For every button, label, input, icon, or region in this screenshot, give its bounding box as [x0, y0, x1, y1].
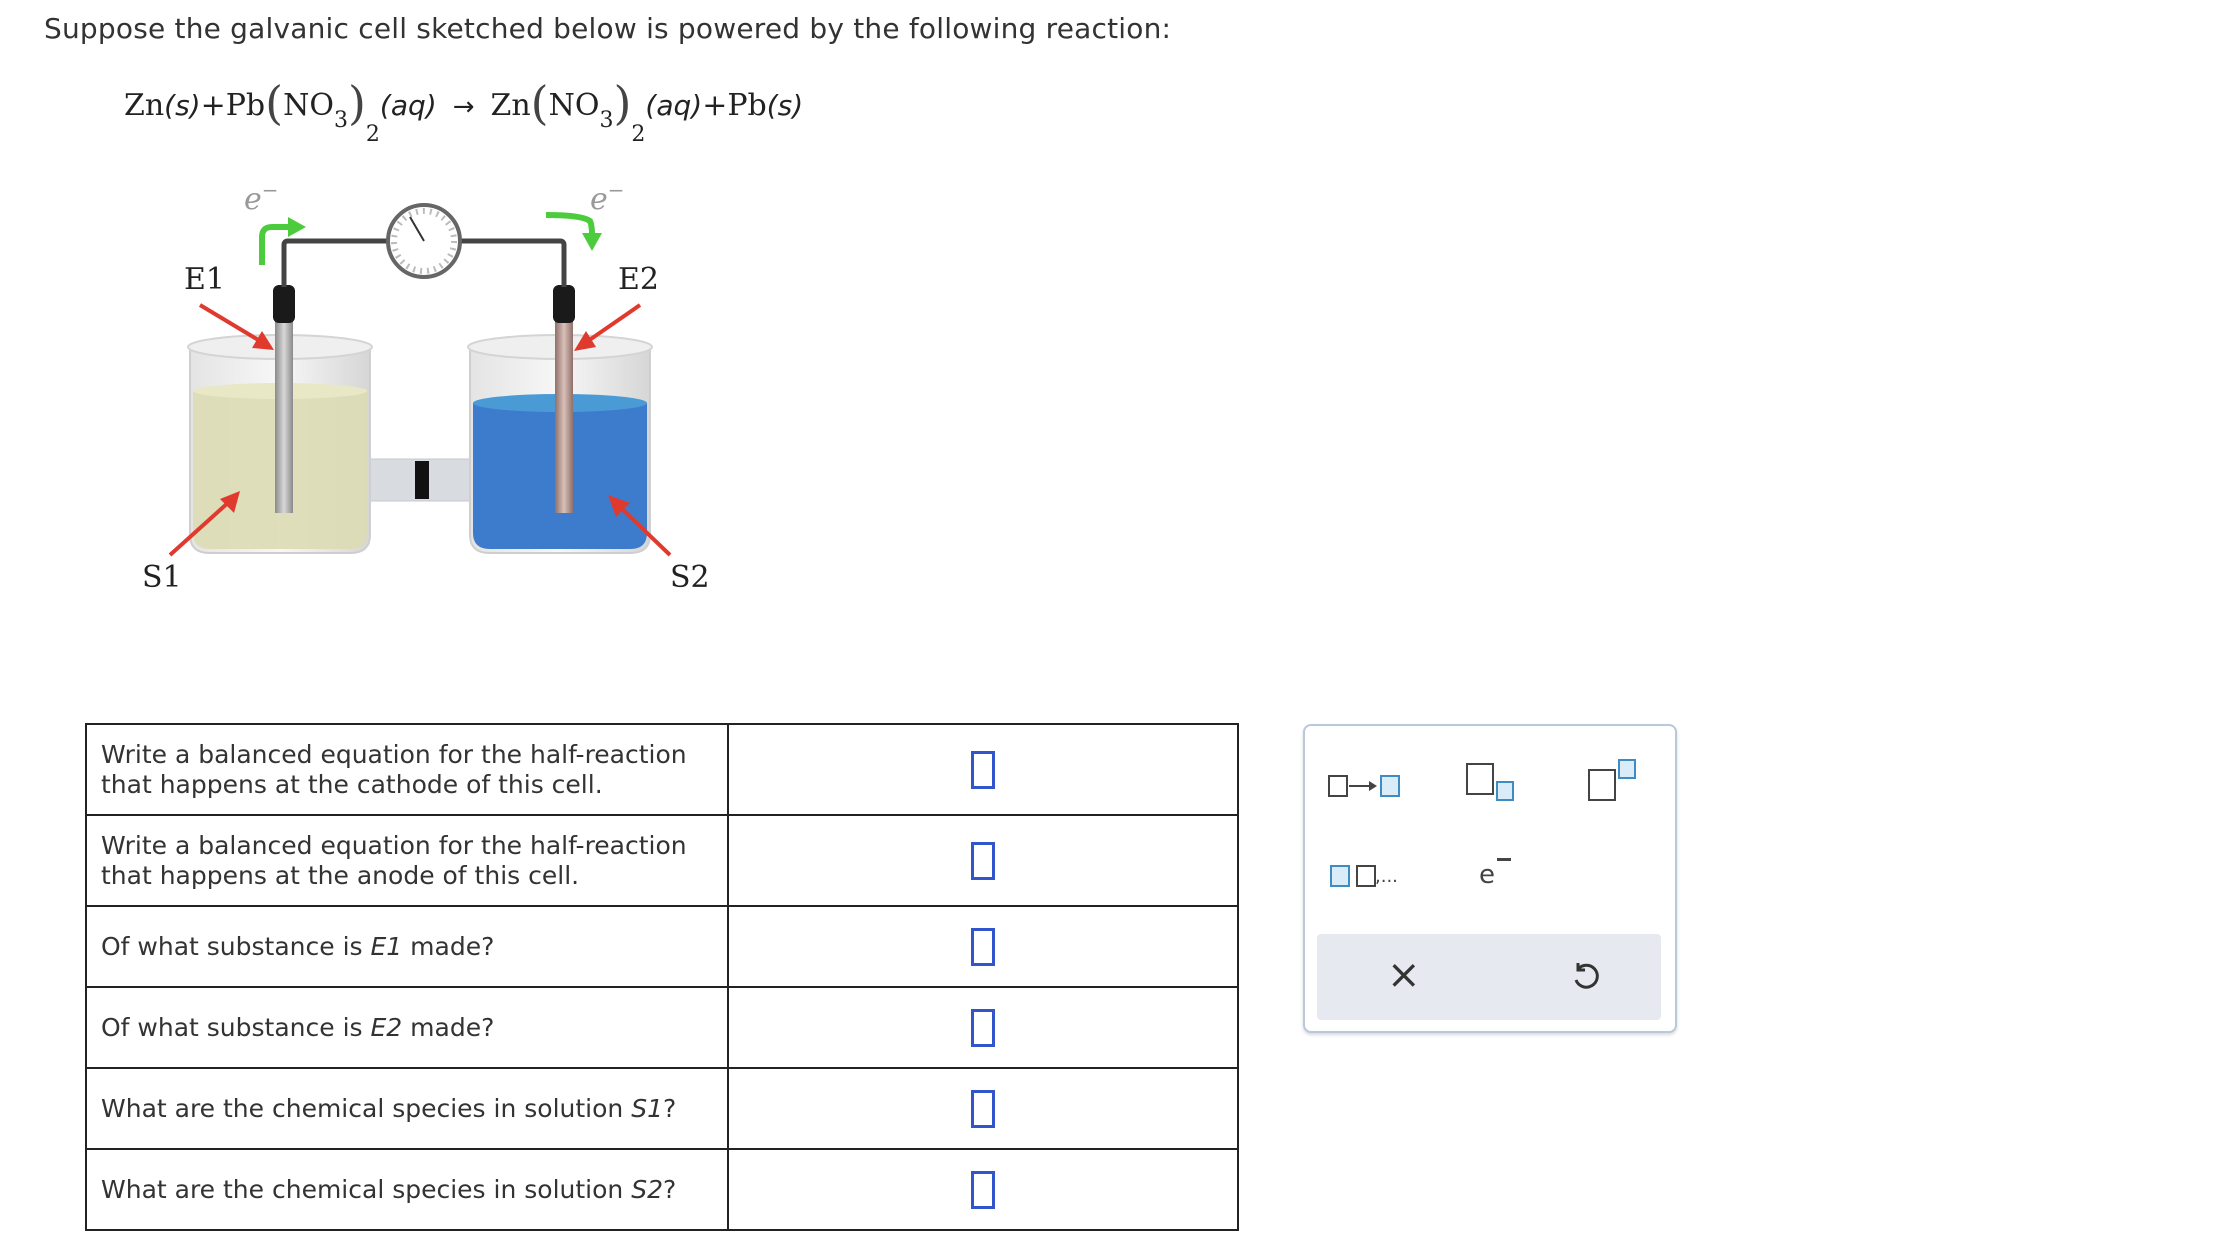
electron-label-left: e−	[244, 178, 279, 217]
answer-cell	[727, 986, 1239, 1069]
label-e2: E2	[618, 262, 659, 297]
paren-open: (	[265, 76, 284, 130]
answer-cell	[727, 723, 1239, 816]
paren-open: (	[530, 76, 549, 130]
table-row: What are the chemical species in solutio…	[85, 1148, 1239, 1231]
question-e1: Of what substance is E1 made?	[85, 905, 729, 988]
answer-input-anode[interactable]	[971, 841, 995, 880]
electrode-e2	[555, 295, 573, 513]
reactant-zn: Zn	[124, 88, 165, 123]
subscript-3: 3	[333, 108, 348, 133]
electron-flow-arrow-left	[259, 224, 290, 265]
paren-close: )	[613, 76, 632, 130]
chemistry-tool-palette: ,... e ×	[1303, 724, 1677, 1033]
plus-sign: +	[702, 88, 728, 123]
pointer-e1-head	[252, 331, 274, 350]
state-aqueous: (aq)	[645, 89, 703, 122]
electron-flow-arrowhead-left	[288, 217, 306, 237]
question-text: Of what substance is	[101, 1012, 371, 1042]
pointer-e2-head	[574, 331, 596, 351]
electron-flow-arrowhead-right	[582, 233, 602, 251]
state-solid: (s)	[164, 89, 201, 122]
superscript-icon[interactable]	[1585, 756, 1645, 808]
reaction-equation: Zn(s)+Pb(NO3)2(aq)→Zn(NO3)2(aq)+Pb(s)	[124, 72, 884, 147]
answer-cell	[727, 1067, 1239, 1150]
electron-flow-arrow-right	[545, 212, 595, 236]
plus-sign: +	[200, 88, 226, 123]
question-s1: What are the chemical species in solutio…	[85, 1067, 729, 1150]
subscript-2: 2	[365, 122, 380, 147]
question-cathode: Write a balanced equation for the half-r…	[85, 723, 729, 816]
answer-cell	[727, 814, 1239, 907]
salt-bridge-plug	[415, 461, 429, 499]
electron-icon: e	[1479, 860, 1495, 890]
answer-cell	[727, 905, 1239, 988]
question-variable: E2	[370, 1012, 403, 1042]
nitrate: NO	[548, 88, 600, 123]
question-text: made?	[402, 931, 495, 961]
question-variable: S1	[631, 1093, 663, 1123]
electron-icon-bar	[1497, 858, 1511, 861]
answer-input-s2[interactable]	[971, 1170, 995, 1209]
question-variable: S2	[631, 1174, 663, 1204]
question-text: made?	[402, 1012, 495, 1042]
answer-input-cathode[interactable]	[971, 750, 995, 789]
question-variable: E1	[370, 931, 403, 961]
state-aqueous: (aq)	[379, 89, 437, 122]
undo-icon[interactable]	[1569, 960, 1603, 994]
electrode-e1	[275, 295, 293, 513]
question-text: What are the chemical species in solutio…	[101, 1093, 632, 1123]
subscript-3: 3	[599, 108, 614, 133]
paren-close: )	[347, 76, 366, 130]
pointer-s2	[618, 505, 672, 557]
question-text: ?	[663, 1093, 677, 1123]
subscript-2: 2	[631, 122, 646, 147]
answer-input-e2[interactable]	[971, 1008, 995, 1047]
pointer-s2-head	[608, 495, 630, 517]
reaction-arrow-icon[interactable]	[1327, 766, 1403, 806]
electrode-e1-cap	[273, 285, 295, 323]
palette-action-bar: ×	[1317, 934, 1661, 1020]
answer-cell	[727, 1148, 1239, 1231]
label-s2: S2	[670, 560, 710, 595]
question-anode: Write a balanced equation for the half-r…	[85, 814, 729, 907]
label-s1: S1	[142, 560, 182, 595]
pointer-e1	[198, 303, 262, 343]
answer-input-s1[interactable]	[971, 1089, 995, 1128]
clear-icon[interactable]: ×	[1387, 952, 1421, 998]
reaction-arrow: →	[452, 92, 475, 122]
product-zn: Zn	[490, 88, 531, 123]
question-e2: Of what substance is E2 made?	[85, 986, 729, 1069]
list-button[interactable]: ,...	[1329, 860, 1409, 896]
pointer-s1-head	[220, 491, 240, 513]
table-row: Of what substance is E2 made?	[85, 986, 1239, 1069]
electron-label-right: e−	[590, 178, 625, 217]
question-text: Of what substance is	[101, 931, 371, 961]
electrode-e2-cap	[553, 285, 575, 323]
table-row: Of what substance is E1 made?	[85, 905, 1239, 988]
pointer-e2	[586, 303, 642, 343]
table-row: What are the chemical species in solutio…	[85, 1067, 1239, 1150]
reactant-pb: Pb	[225, 88, 266, 123]
state-solid: (s)	[766, 89, 804, 122]
subscript-icon[interactable]	[1463, 756, 1523, 808]
electron-button[interactable]: e	[1475, 854, 1519, 894]
problem-prompt: Suppose the galvanic cell sketched below…	[44, 12, 1172, 45]
question-s2: What are the chemical species in solutio…	[85, 1148, 729, 1231]
nitrate: NO	[283, 88, 334, 123]
galvanic-cell-diagram: e− e− E1 E2 S1 S2	[142, 178, 710, 595]
pointer-s1	[168, 499, 232, 557]
question-text: ?	[663, 1174, 677, 1204]
list-icon	[1330, 865, 1376, 887]
product-pb: Pb	[727, 88, 767, 123]
question-table: Write a balanced equation for the half-r…	[85, 723, 1239, 1231]
list-icon-label: ,...	[1375, 866, 1398, 887]
answer-input-e1[interactable]	[971, 927, 995, 966]
question-text: What are the chemical species in solutio…	[101, 1174, 632, 1204]
voltmeter	[386, 203, 462, 279]
label-e1: E1	[184, 262, 225, 297]
table-row: Write a balanced equation for the half-r…	[85, 723, 1239, 816]
table-row: Write a balanced equation for the half-r…	[85, 814, 1239, 907]
